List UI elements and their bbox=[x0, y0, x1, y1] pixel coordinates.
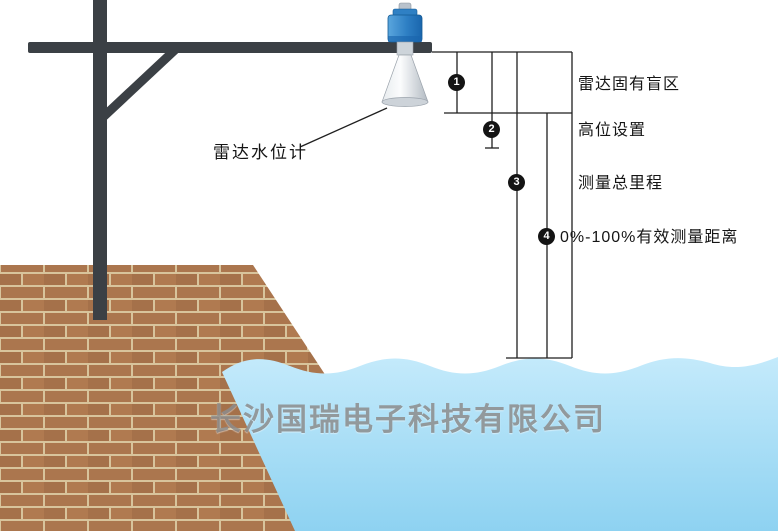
device-label: 雷达水位计 bbox=[213, 143, 308, 162]
watermark: 长沙国瑞电子科技有限公司 bbox=[210, 402, 606, 437]
bracket-pole bbox=[93, 0, 107, 320]
marker-3: 3 bbox=[508, 174, 525, 191]
sensor-band bbox=[388, 36, 422, 42]
radar-sensor bbox=[381, 2, 429, 107]
bracket-brace bbox=[95, 43, 182, 125]
sensor-neck bbox=[396, 41, 414, 56]
marker-4: 4 bbox=[538, 228, 555, 245]
annotation-label-blind-zone: 雷达固有盲区 bbox=[578, 76, 681, 93]
marker-1: 1 bbox=[448, 74, 465, 91]
dimension-lines bbox=[432, 51, 573, 359]
leader-line bbox=[299, 107, 388, 148]
sensor-horn bbox=[381, 54, 429, 103]
bracket-arm bbox=[28, 42, 432, 53]
annotation-label-total-range: 测量总里程 bbox=[578, 175, 664, 192]
mounting-bracket bbox=[28, 0, 432, 320]
marker-2: 2 bbox=[483, 121, 500, 138]
sensor-horn-rim bbox=[381, 97, 429, 107]
annotation-label-effective-range: 0%-100%有效测量距离 bbox=[560, 229, 739, 246]
annotation-label-high-setting: 高位设置 bbox=[578, 122, 647, 139]
water-surface bbox=[222, 357, 778, 531]
